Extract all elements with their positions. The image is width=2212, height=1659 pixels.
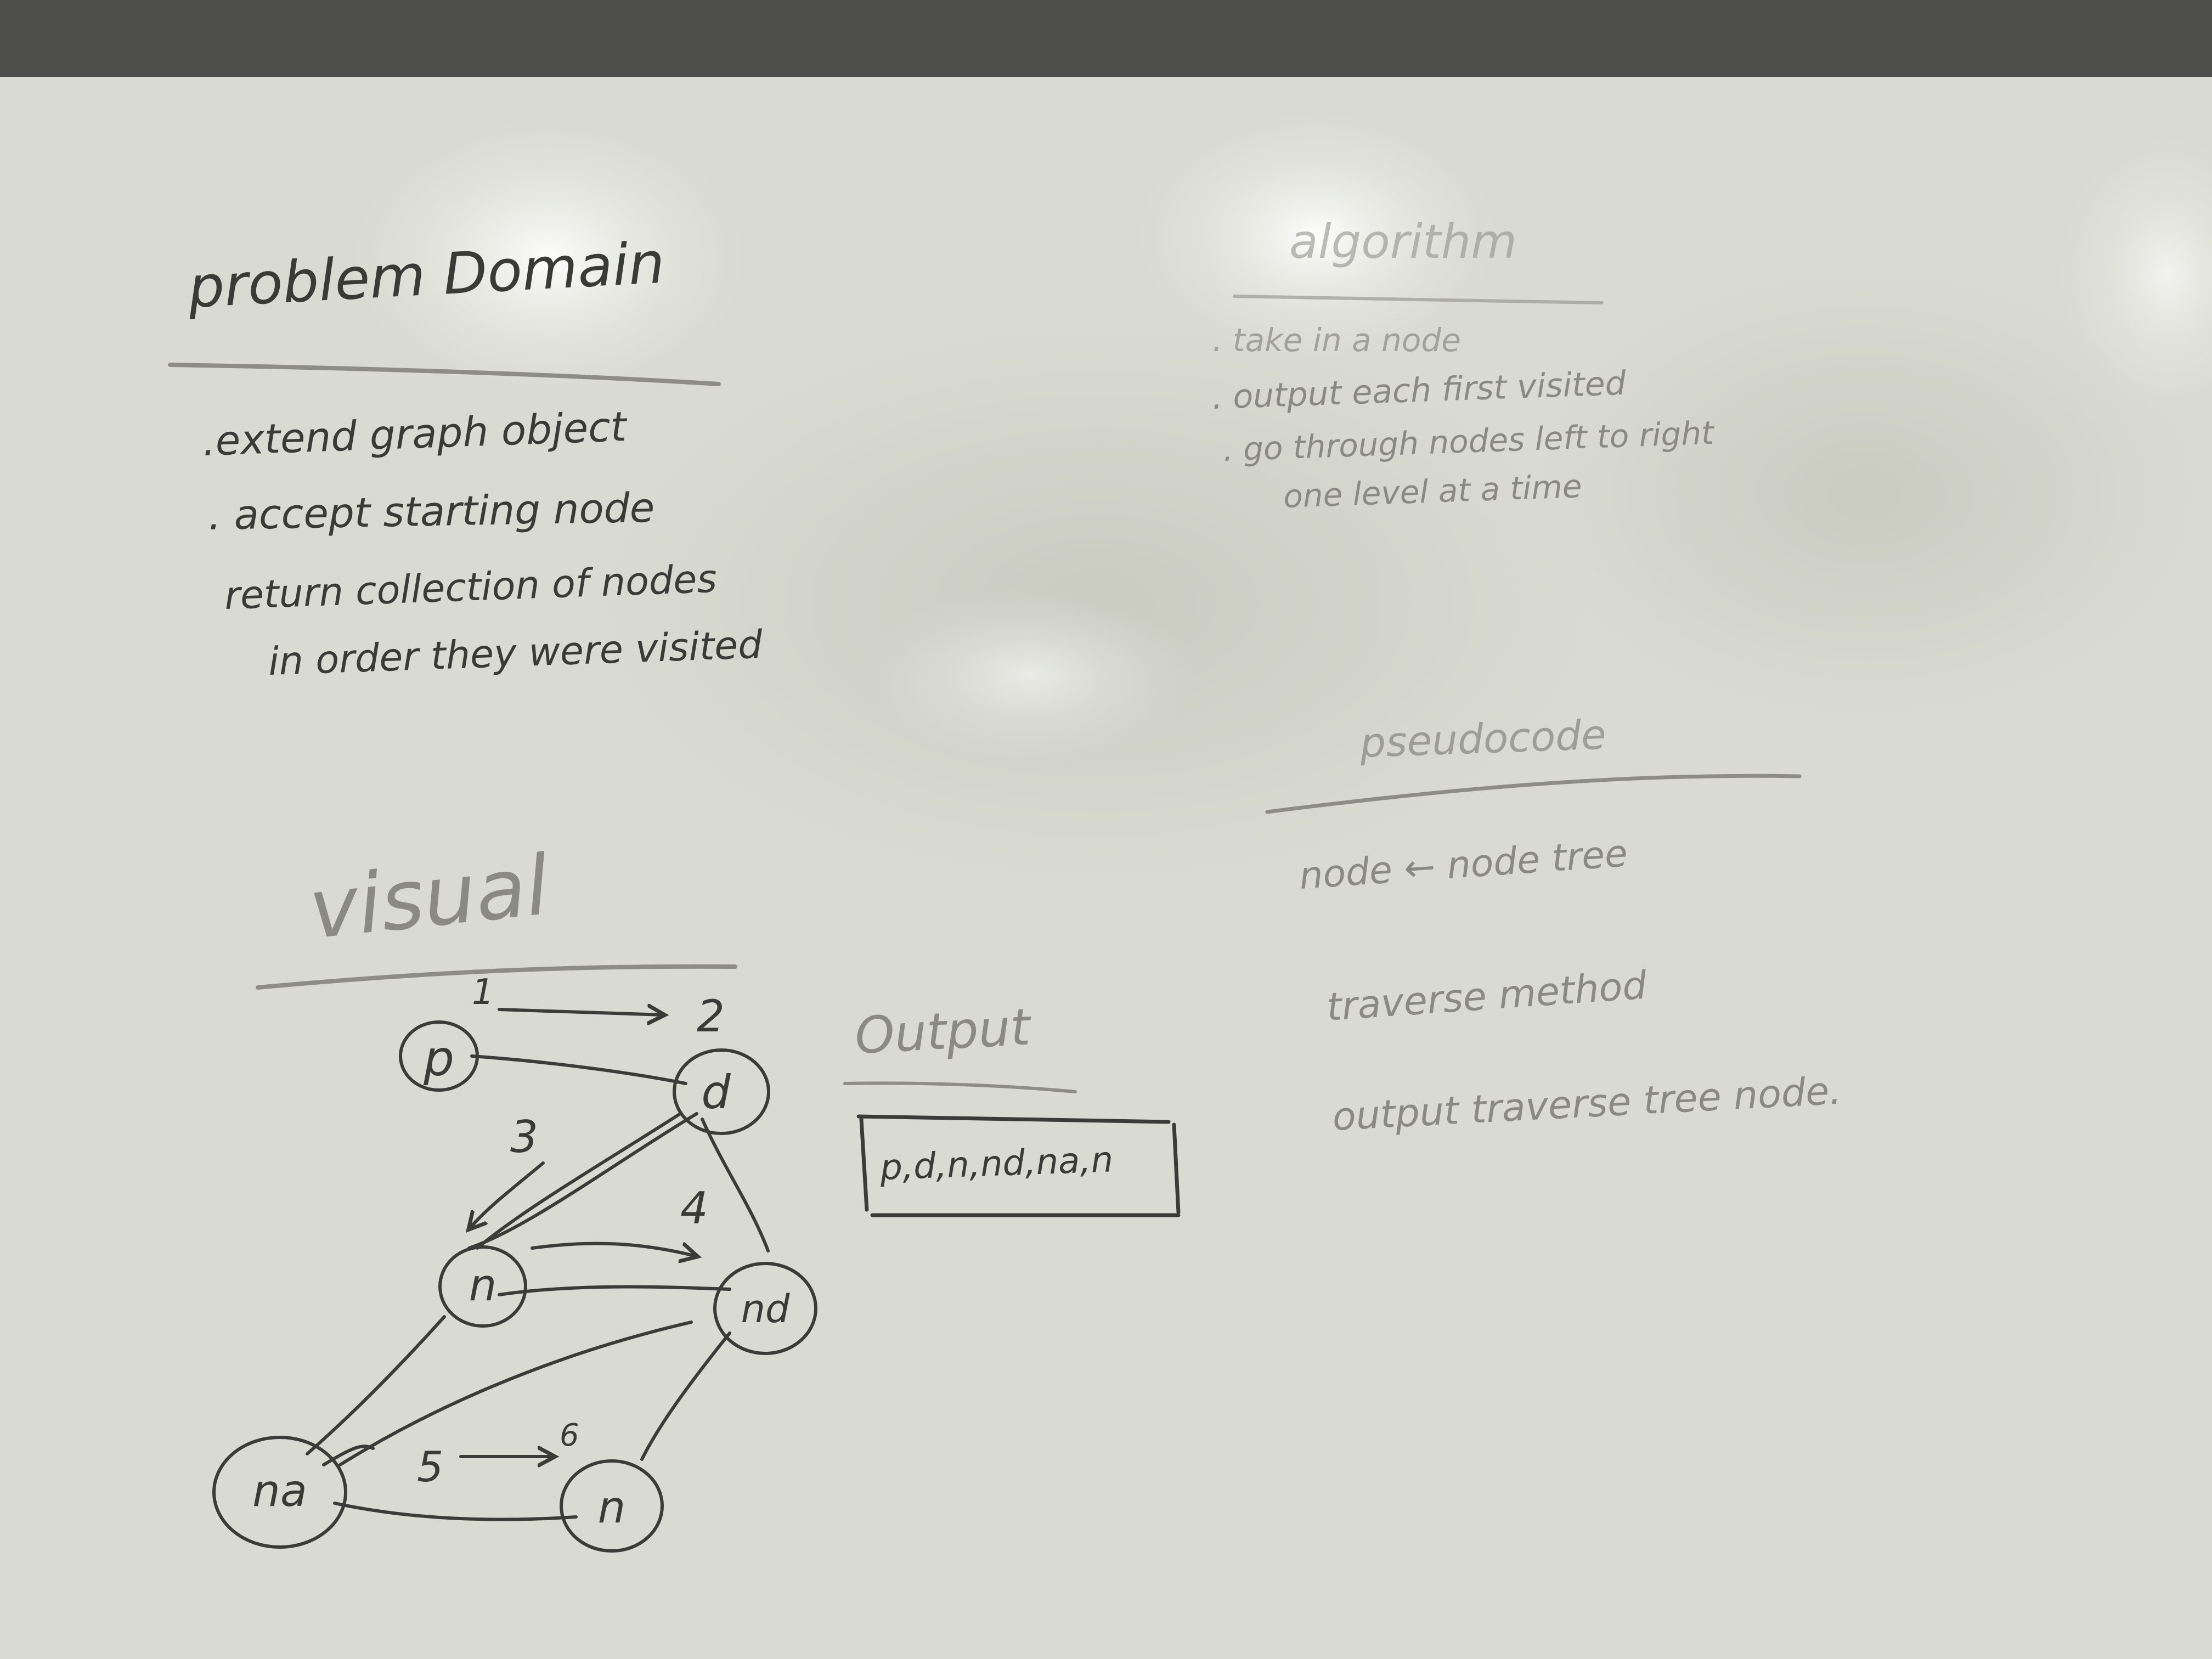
algorithm-item: . take in a node [1212,321,1461,359]
graph-edge [306,1315,446,1455]
edge-label: 1 [472,972,494,1013]
svg-text:na: na [252,1465,307,1516]
svg-text:nd: nd [741,1286,790,1331]
graph-edge [476,1112,682,1250]
graph-edge [640,1331,731,1461]
svg-text:n: n [469,1260,497,1311]
problem-domain-item: . accept starting node [208,484,655,539]
edge-label: 5 [417,1442,443,1491]
pseudocode-title: pseudocode [1359,711,1607,767]
traversal-arrow [469,1161,545,1229]
graph-node: p [399,1020,479,1092]
light-glare [351,115,746,400]
svg-text:n: n [598,1482,626,1533]
graph-edge [470,1054,687,1085]
graph-node: nd [713,1262,817,1355]
graph-edge [467,1112,698,1250]
edge-label: 4 [680,1183,708,1234]
graph-node: d [673,1048,770,1135]
edge-label: 3 [510,1111,538,1163]
svg-text:d: d [701,1065,731,1119]
graph-edge [498,1285,731,1296]
edge-label: 6 [560,1418,579,1453]
algorithm-section: algorithm . take in a node . output each… [1211,215,1716,515]
svg-text:p: p [423,1030,454,1087]
edge-label: 2 [697,991,725,1042]
traversal-arrow [498,1009,664,1015]
output-title: Output [854,997,1034,1065]
graph-node: n [438,1245,527,1328]
graph-node: na [212,1436,347,1549]
output-section: Output p,d,n,nd,na,n [843,997,1181,1217]
graph-edge [333,1502,578,1521]
graph-edge [701,1118,770,1252]
algorithm-title: algorithm [1289,215,1517,269]
graph-node: n [560,1459,664,1553]
output-box [856,1114,1181,1217]
graph-edge [338,1321,693,1466]
traversal-arrow [531,1242,697,1256]
output-value: p,d,n,nd,na,n [879,1139,1114,1188]
